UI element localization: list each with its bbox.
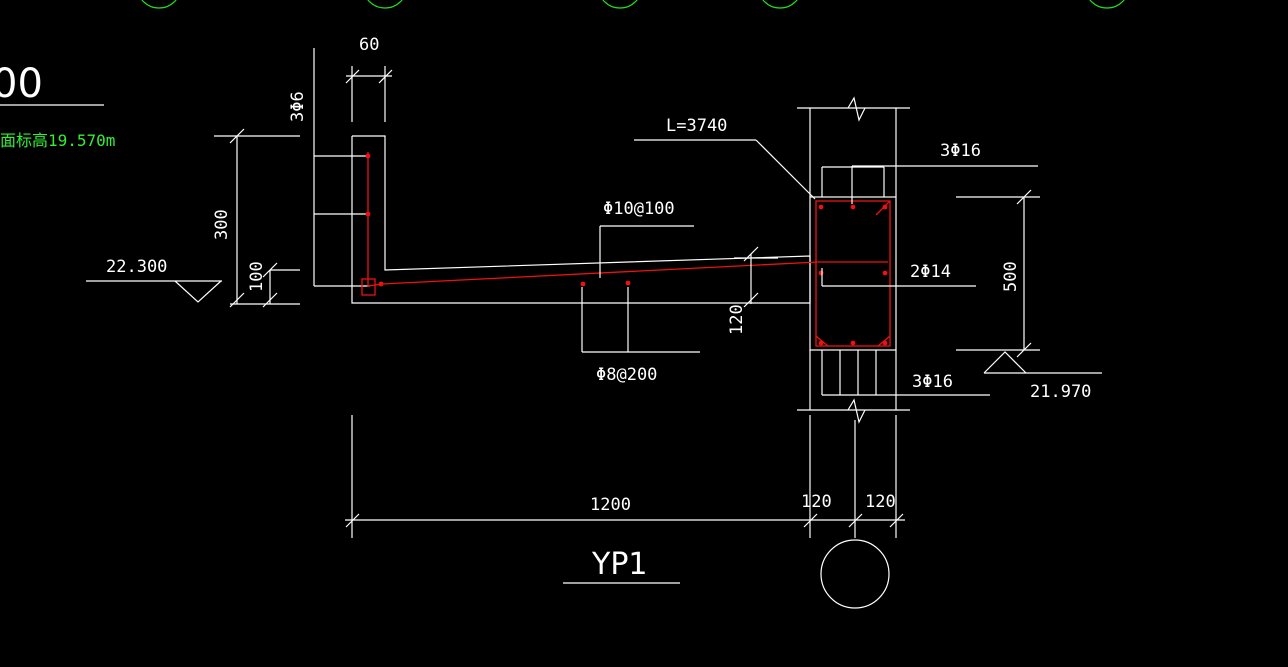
rebar [361, 152, 891, 347]
top-rebar-leader [599, 225, 694, 278]
partial-note: 面标高19.570m [0, 131, 115, 150]
distribution-rebar-leader [581, 287, 700, 353]
rebar-length-label: L=3740 [666, 116, 727, 136]
partial-header: 00 [0, 61, 43, 107]
upturn-width-dimension [345, 66, 393, 122]
upturn-height-label: 300 [212, 209, 232, 240]
distribution-rebar-label: Φ8@200 [596, 365, 657, 385]
beam-rebar-leaders [821, 165, 1038, 287]
beam-bottom-rebar-label: 3Φ16 [912, 372, 953, 392]
axis-circles-top [141, 0, 1125, 9]
axis-bubble [820, 539, 890, 609]
slab-edge-thickness-label: 100 [247, 261, 267, 292]
beam-depth-label: 500 [1001, 261, 1021, 292]
right-elevation: 21.970 [1030, 382, 1091, 402]
upturn-rebar-leader [313, 48, 370, 287]
cantilever-length-label: 1200 [590, 495, 631, 515]
upturn-width-label: 60 [359, 35, 379, 55]
beam-half-left-label: 120 [801, 492, 832, 512]
upturn-height-dimension [214, 128, 300, 308]
left-elevation: 22.300 [106, 257, 167, 277]
slab-root-dimension [734, 246, 778, 308]
bottom-dimension [345, 415, 905, 538]
drawing-title: YP1 [591, 547, 648, 582]
upturn-rebar-label: 3Φ6 [288, 91, 308, 122]
right-elevation-mark [983, 351, 1102, 374]
slab-outline [351, 135, 811, 304]
beam-half-right-label: 120 [865, 492, 896, 512]
slab-root-thickness-label: 120 [727, 304, 747, 335]
beam-side-rebar-label: 2Φ14 [910, 262, 951, 282]
beam-depth-dimension [956, 189, 1040, 358]
beam-top-rebar-label: 3Φ16 [940, 141, 981, 161]
left-elevation-mark [86, 280, 222, 303]
beam-outline [797, 96, 990, 424]
top-rebar-label: Φ10@100 [603, 199, 675, 219]
rebar-length-leader [634, 139, 816, 200]
